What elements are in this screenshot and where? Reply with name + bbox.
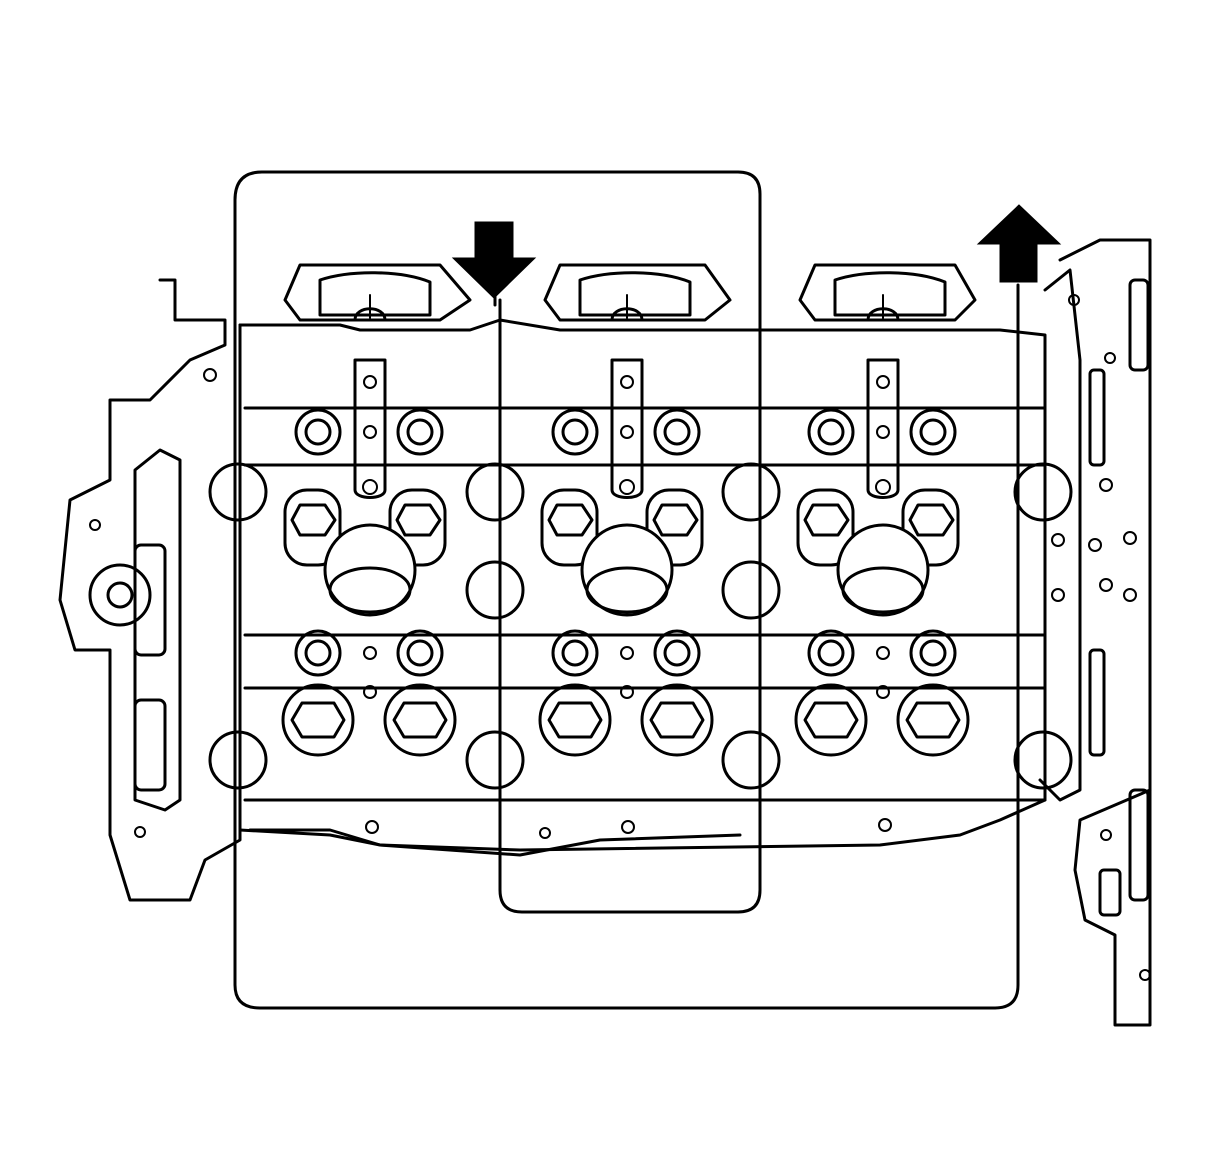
- cylinder-1: [208, 358, 457, 790]
- up-arrow-icon: [976, 204, 1062, 283]
- down-arrow-icon: [451, 221, 537, 299]
- right-end-housing: [1038, 238, 1152, 1027]
- outer-highlight-box: [233, 170, 1020, 1010]
- cylinder-2: [465, 358, 714, 790]
- left-end-housing: [58, 278, 242, 902]
- cylinder-3: [721, 358, 1073, 790]
- head-body: [238, 263, 1047, 857]
